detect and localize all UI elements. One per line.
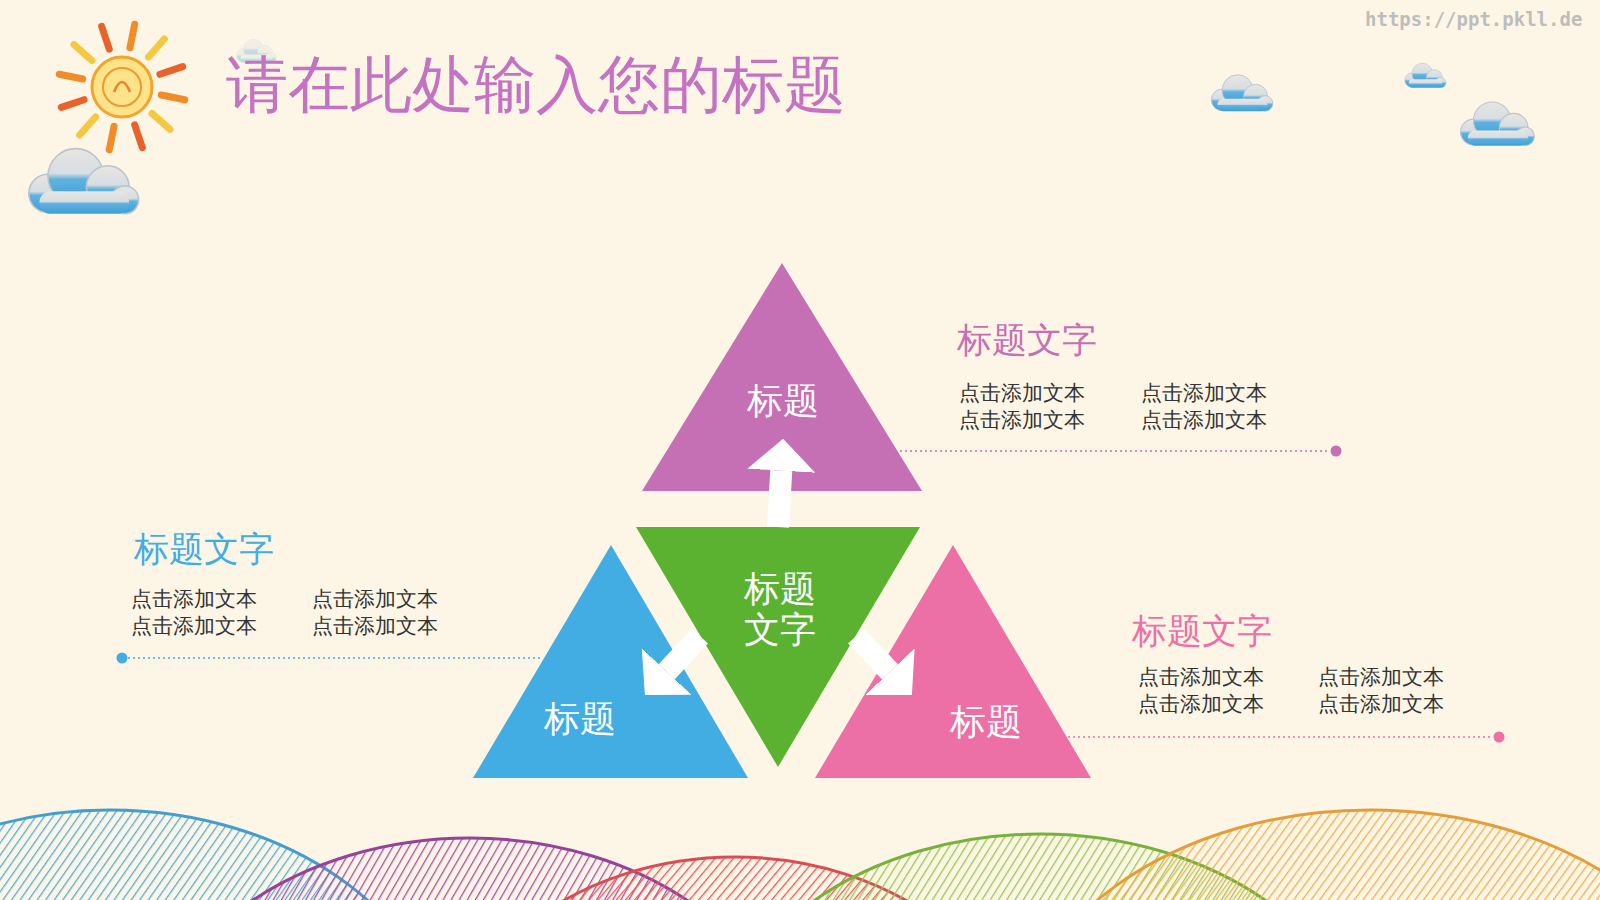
triangle-shape [815, 545, 1091, 778]
cloud [1405, 63, 1446, 87]
leader-lines [117, 446, 1505, 743]
sun-ray [135, 125, 143, 148]
clouds [29, 39, 1535, 213]
node-label: 标题 [747, 380, 819, 421]
triangle-node: 标题 [473, 545, 748, 778]
triangle-shape [642, 263, 922, 491]
triangle-node: 标题 文字 [636, 527, 920, 767]
body-text: 点击添加文本 点击添加文本 [959, 380, 1096, 434]
sun-ray [130, 24, 135, 48]
watermark: https://ppt.pkll.de [1365, 8, 1582, 31]
sun-ray [61, 100, 84, 108]
triangle-fill [636, 527, 920, 767]
sun-ray [80, 117, 96, 135]
leader-line [1068, 736, 1493, 738]
cloud [29, 149, 139, 214]
arrow-connector [856, 636, 890, 672]
body-text: 点击添加文本 点击添加文本 [131, 586, 268, 640]
node-label: 标题 文字 [739, 567, 822, 650]
orange-hill [1010, 810, 1600, 900]
scribble-hills [0, 810, 1600, 900]
triangle-node: 标题 [815, 545, 1091, 778]
sun-ray [102, 26, 110, 49]
node-label: 标题 [544, 698, 616, 739]
section-heading: 标题文字 [134, 528, 274, 570]
sun-ray [161, 95, 185, 100]
sun-ray [59, 74, 83, 79]
section-heading: 标题文字 [957, 319, 1097, 361]
leader-line [128, 657, 541, 659]
section-heading: 标题文字 [1132, 610, 1272, 652]
body-text: 点击添加文本 点击添加文本 [1318, 664, 1455, 718]
sun-ray [148, 39, 164, 57]
leader-line [900, 450, 1330, 452]
arrow-connector [667, 636, 700, 672]
body-text: 点击添加文本 点击添加文本 [1141, 380, 1278, 434]
sun-ray [152, 113, 170, 129]
red-hill [435, 857, 1035, 900]
leader-dot [117, 653, 128, 664]
body-text: 点击添加文本 点击添加文本 [1138, 664, 1275, 718]
leader-dot [1494, 732, 1505, 743]
sun [59, 24, 184, 149]
triangle-node: 标题 [642, 263, 922, 491]
sun-ray [109, 126, 114, 150]
blue-hill [0, 810, 450, 900]
node-label: 标题 [950, 701, 1022, 742]
sun-ray [160, 67, 183, 75]
sun-face [114, 82, 130, 92]
leader-dot [1331, 446, 1342, 457]
triangle-fill [815, 545, 1091, 778]
arrow-connector [778, 471, 781, 527]
sun-ring [103, 68, 141, 106]
cloud [1211, 75, 1273, 111]
triangle-fill [642, 263, 922, 491]
cloud [1461, 102, 1535, 146]
triangle-fill [473, 545, 748, 778]
triangle-shape [473, 545, 748, 778]
sun-ray [74, 45, 92, 61]
body-text: 点击添加文本 点击添加文本 [312, 586, 449, 640]
page-title: 请在此处输入您的标题 [226, 48, 846, 122]
green-hill [710, 834, 1370, 900]
purple-hill [140, 838, 800, 900]
sun-disc [92, 57, 152, 117]
